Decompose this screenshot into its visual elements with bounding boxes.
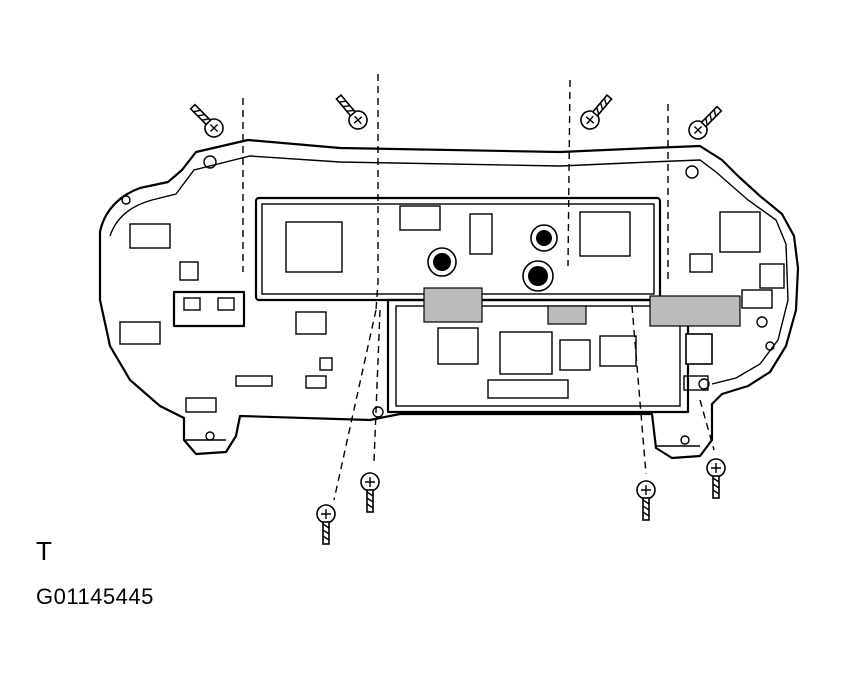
display-cavity bbox=[254, 196, 662, 302]
screw-bottom-2 bbox=[360, 472, 380, 513]
screw-icon bbox=[580, 93, 613, 130]
screw-icon bbox=[688, 105, 723, 140]
right-side-components bbox=[683, 211, 785, 391]
screw-top-3 bbox=[580, 93, 613, 130]
screw-bottom-3 bbox=[636, 480, 656, 521]
screw-icon bbox=[316, 504, 336, 545]
screw-icon bbox=[706, 458, 726, 499]
screw-icon bbox=[360, 472, 380, 513]
meter-housing bbox=[98, 138, 800, 460]
left-side-components bbox=[119, 223, 333, 413]
figure-code-label: G01145445 bbox=[36, 584, 154, 609]
screw-bottom-1 bbox=[316, 504, 336, 545]
view-letter-label: T bbox=[36, 536, 52, 566]
screw-top-4 bbox=[688, 105, 723, 140]
alignment-lines bbox=[242, 74, 715, 501]
screw-icon bbox=[189, 103, 224, 138]
screw-bottom-4 bbox=[706, 458, 726, 499]
screw-top-2 bbox=[335, 93, 368, 130]
screw-icon bbox=[636, 480, 656, 521]
screw-top-1 bbox=[189, 103, 224, 138]
circuit-board bbox=[386, 287, 741, 414]
screw-icon bbox=[335, 93, 368, 130]
